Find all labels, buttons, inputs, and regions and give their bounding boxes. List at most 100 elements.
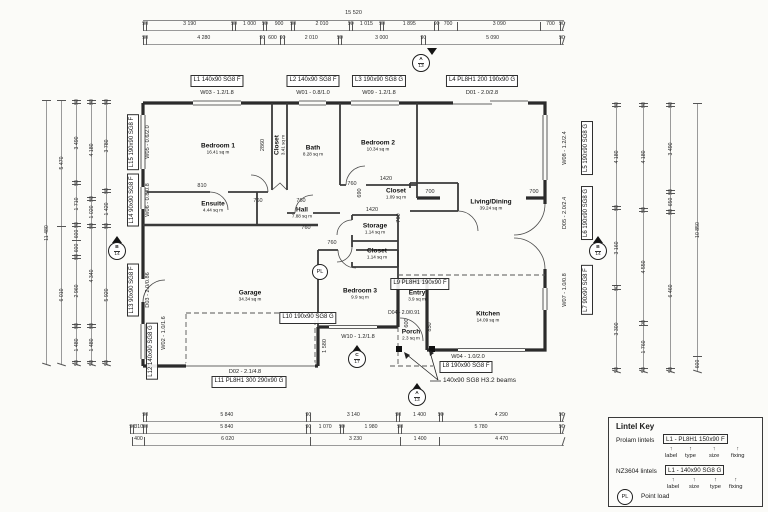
dim-segment: 90	[612, 367, 621, 373]
dim-segment: 1 980	[343, 424, 398, 434]
dim-label: 90	[142, 35, 149, 41]
dim-segment: 90	[72, 99, 81, 105]
dim-segment: 3 160	[612, 209, 621, 285]
dim-segment: 1 400	[399, 436, 439, 446]
door-ref-d03: D03 - 2.0/0.86	[145, 272, 151, 308]
dim-label: 90	[262, 21, 268, 27]
dim-label: 90	[667, 367, 674, 373]
dim-label: 1 000	[242, 21, 256, 27]
dim-label: 600	[73, 229, 80, 239]
dim-segment: 90	[666, 209, 675, 215]
key-part-type-2: ↑type	[710, 477, 721, 490]
dim-label: 1 480	[73, 338, 80, 352]
dim-label: 3 190	[183, 21, 197, 27]
dim-segment: 90	[72, 180, 81, 186]
dim-segment: 700	[540, 21, 560, 31]
window-ref-w03: W03 - 1.2/1.8	[200, 90, 234, 96]
dim-segment: 3 000	[341, 35, 421, 45]
dim-label: 90	[640, 367, 647, 373]
interior-dim-700-left-stub: 700	[425, 189, 435, 195]
dim-line	[143, 16, 564, 21]
dim-segment: 6 020	[143, 436, 310, 446]
dim-segment: 90	[231, 21, 237, 31]
dim-segment: 5 840	[146, 412, 306, 422]
dim-segment: 90	[395, 412, 401, 422]
section-arrow-c17	[352, 345, 362, 352]
up-arrow-icon: ↑	[692, 477, 696, 483]
dim-segment: 90	[558, 35, 565, 45]
interior-dim-1420-storage: 1420	[365, 207, 379, 213]
dim-segment: 90	[559, 412, 565, 422]
dim-segment: 4 550	[639, 210, 648, 321]
prolam-example-box: L1 - PL8H1 150x90 F	[663, 434, 728, 444]
dim-segment: 90	[87, 223, 96, 228]
dim-segment: 90	[87, 196, 96, 202]
lintel-label-l13: L13 90x90 SG8 F	[127, 263, 139, 317]
key-part-label-2: ↑label	[667, 477, 680, 490]
dim-label: 1 400	[413, 412, 426, 418]
dim-label: 90	[337, 35, 343, 41]
lintel-label-l1: L1 140x90 SG8 F	[190, 75, 244, 87]
lintel-label-l5: L5 190x90 SG8 G	[581, 120, 593, 176]
lintel-label-l15: L15 190x90 SG8 F	[127, 113, 139, 171]
dim-label: 4 180	[88, 143, 95, 157]
dim-label: 650	[667, 197, 674, 207]
dim-segment: 90	[102, 99, 111, 105]
dim-segment: 90	[87, 99, 96, 105]
dim-label: 400	[134, 436, 143, 442]
dim-segment: 90	[612, 206, 621, 211]
dim-label: 1 420	[103, 202, 110, 216]
dim-segment: 90	[279, 35, 286, 45]
dim-segment: 90	[72, 254, 81, 260]
prolam-lintels-label: Prolam lintels	[616, 437, 655, 444]
dim-segment: 3 230	[310, 436, 400, 446]
dim-label: 4 340	[88, 269, 95, 283]
dim-label: 90	[88, 360, 95, 366]
dim-label: 3 160	[613, 241, 620, 255]
up-arrow-icon: ↑	[712, 446, 716, 452]
dim-segment: 1 020	[87, 199, 96, 224]
dim-segment: 5 840	[146, 424, 306, 434]
dim-label: 90	[142, 412, 149, 418]
dim-label: 90	[259, 35, 266, 41]
dim-label: 90	[279, 35, 286, 41]
dim-label: 90	[347, 21, 354, 27]
dim-label: 90	[231, 21, 237, 27]
beams-annotation: 140x90 SG8 H3.2 beams	[443, 377, 516, 384]
dim-segment: 3 140	[309, 412, 396, 422]
dim-segment: 90	[347, 21, 354, 31]
dim-label: 700	[546, 21, 555, 27]
dim-segment: 600	[72, 226, 81, 240]
dim-segment: 90	[102, 188, 111, 194]
interior-dim-690: 690	[357, 188, 363, 198]
window-ref-w01: W01 - 0.8/1.0	[296, 90, 330, 96]
dim-segment: 1 480	[72, 327, 81, 361]
dim-segment: 1 760	[639, 324, 648, 368]
dim-label: 1 020	[88, 205, 95, 219]
dim-segment: 90	[87, 323, 96, 329]
dim-segment: 3 490	[666, 106, 675, 190]
dim-segment: 4 180	[612, 106, 621, 206]
window-ref-w09: W09 - 1.2/1.8	[362, 90, 396, 96]
dim-label: 2 010	[304, 35, 318, 41]
lintel-label-l4: L4 PL8H1 200 190x90 G	[445, 75, 519, 87]
interior-dim-850-porch: 850	[427, 322, 433, 332]
dim-segment: 90	[397, 424, 403, 434]
dim-segment: 90	[379, 21, 385, 31]
section-arrow-left	[112, 236, 122, 243]
dim-label: 90	[558, 35, 565, 41]
up-arrow-icon: ↑	[689, 446, 692, 452]
dim-label: 600	[268, 35, 277, 41]
dim-segment: 4 180	[639, 106, 648, 208]
dim-segment: 700	[437, 21, 458, 31]
dim-segment: 4 180	[87, 103, 96, 197]
window-ref-w04: W04 - 1.0/2.0	[451, 354, 485, 360]
window-ref-w07: W07 - 1.0/0.8	[562, 273, 568, 307]
